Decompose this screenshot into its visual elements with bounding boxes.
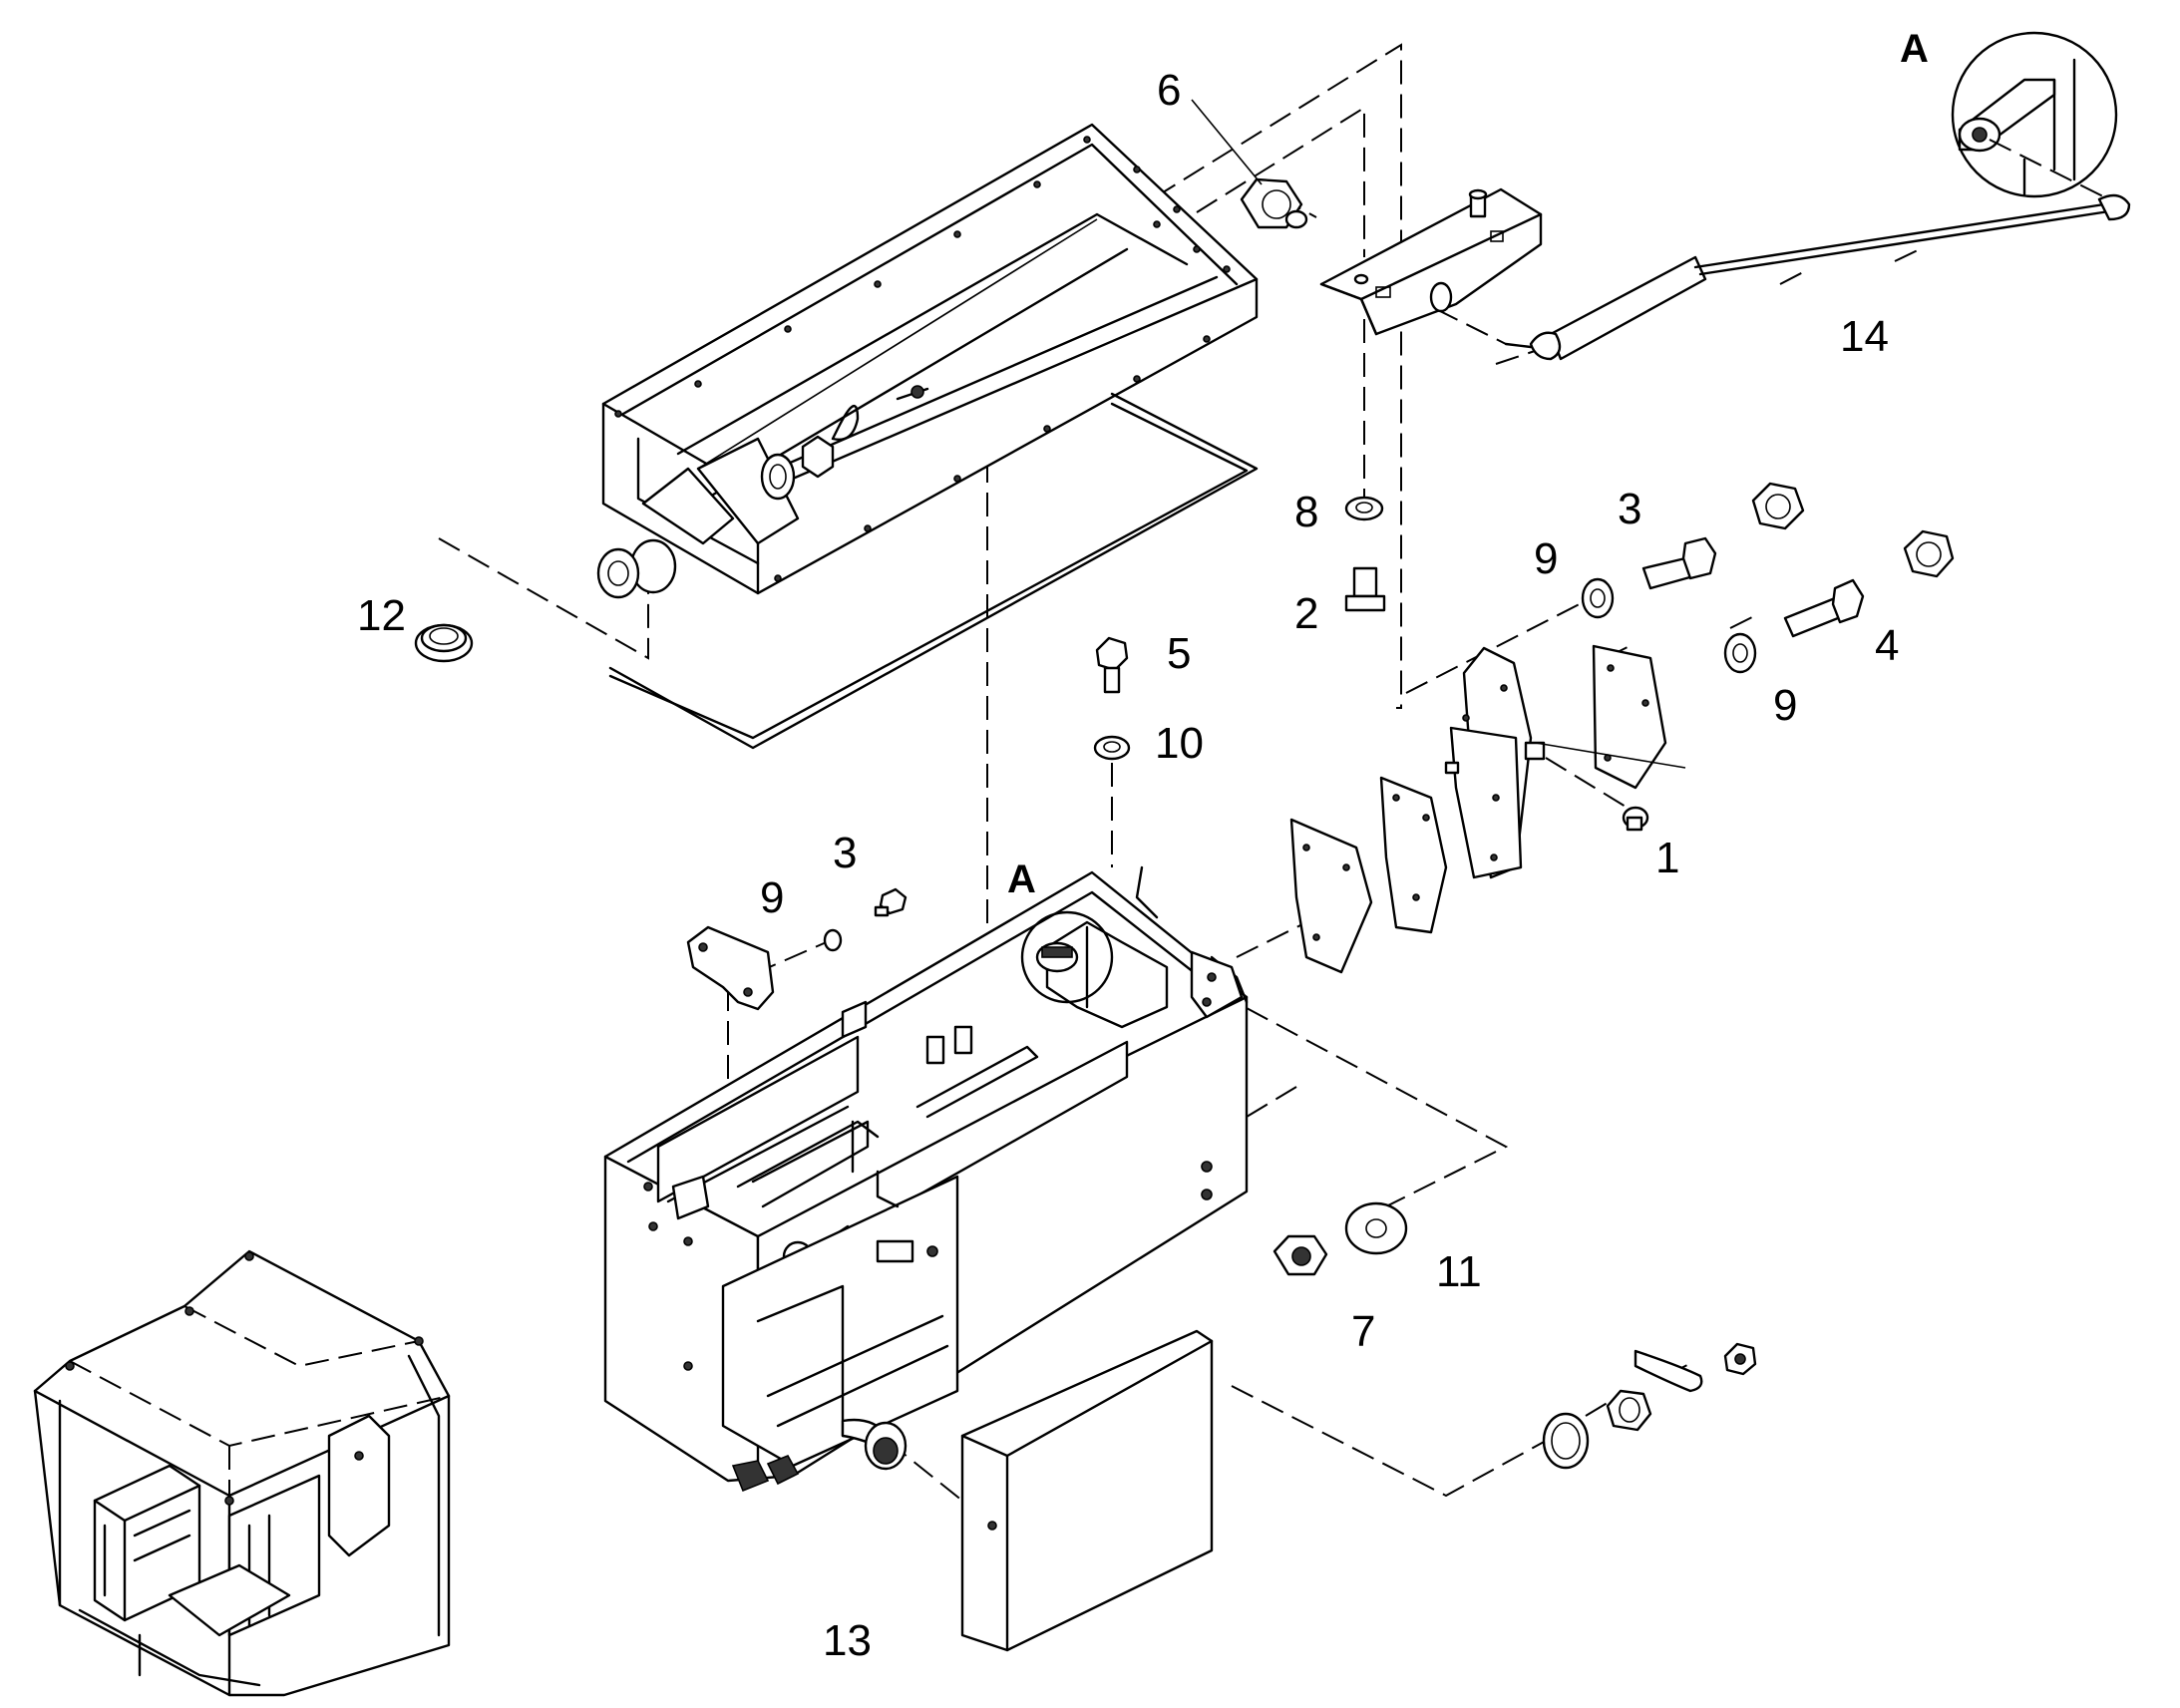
lock-screw [1723, 1342, 1757, 1376]
detail-a-body-circle [1020, 910, 1114, 1004]
callout-3-upper: 3 [1618, 485, 1641, 533]
part-2-bolt [1344, 566, 1386, 612]
callout-2: 2 [1294, 589, 1318, 638]
callout-11: 11 [1436, 1247, 1482, 1296]
part-3-screw-lower [874, 887, 908, 917]
detail-a-top-label: A [1900, 27, 1929, 71]
knob-12-part [596, 538, 677, 599]
callout-1: 1 [1655, 834, 1679, 882]
detail-a-body-label: A [1007, 857, 1036, 901]
main-body-box [603, 865, 1249, 1493]
hinge-bracket-top [1319, 187, 1543, 336]
callout-9-lower: 9 [760, 873, 784, 922]
lock-nut [1606, 1389, 1652, 1432]
part-4-bolt [1783, 578, 1865, 638]
lock-ring [1542, 1412, 1590, 1470]
callout-12: 12 [357, 591, 406, 640]
part-5-bolt [1095, 636, 1129, 694]
gasket-sheet [608, 392, 1259, 750]
part-9-washer-b [1723, 632, 1757, 674]
part-11-washer [1344, 1201, 1408, 1255]
assembly-guide-lines [438, 43, 1921, 1522]
part-6-nut [1240, 177, 1308, 229]
hinge-plate-inner [1289, 818, 1373, 974]
callout-9-right: 9 [1773, 681, 1797, 730]
orientation-thumbnail [33, 1249, 451, 1697]
part-8-washer [1344, 496, 1384, 521]
part-9-washer-c [823, 928, 843, 952]
callout-5: 5 [1167, 629, 1191, 678]
part-13-lock [841, 1418, 908, 1471]
part-12-grommet [414, 623, 474, 663]
detail-a-top-circle [1951, 31, 2118, 200]
callout-4: 4 [1875, 621, 1899, 670]
callout-13: 13 [823, 1616, 872, 1665]
part-10-washer [1093, 735, 1131, 761]
hinge-bracket-main [1444, 646, 1546, 879]
cap-nut-upper [1751, 482, 1805, 530]
door-panel [960, 1329, 1214, 1652]
lower-left-bracket [686, 925, 775, 1011]
part-14-gas-strut [1504, 193, 2131, 361]
part-7-nut [1272, 1234, 1328, 1276]
upper-tray [596, 123, 1259, 599]
hinge-plate-outer [1592, 644, 1667, 790]
callout-3-lower: 3 [833, 829, 857, 877]
part-1-screw [1622, 806, 1649, 832]
callout-7: 7 [1351, 1307, 1375, 1356]
part-9-washer-a [1581, 577, 1615, 619]
leader-lines [1191, 99, 1686, 769]
callout-8: 8 [1294, 488, 1318, 536]
tray-screw-holes [614, 136, 1231, 582]
part-3-bolt [1641, 536, 1717, 590]
callout-9-upper: 9 [1534, 534, 1558, 583]
hinge-plate-middle [1379, 776, 1448, 934]
callout-6: 6 [1157, 66, 1181, 115]
lock-cam [1634, 1349, 1703, 1393]
cap-nut-lower [1903, 529, 1955, 578]
callout-14: 14 [1840, 312, 1889, 361]
callout-labels: 1 2 3 3 4 5 6 7 8 9 9 9 10 11 12 13 14 A… [357, 27, 1929, 1665]
callout-10: 10 [1155, 719, 1204, 768]
